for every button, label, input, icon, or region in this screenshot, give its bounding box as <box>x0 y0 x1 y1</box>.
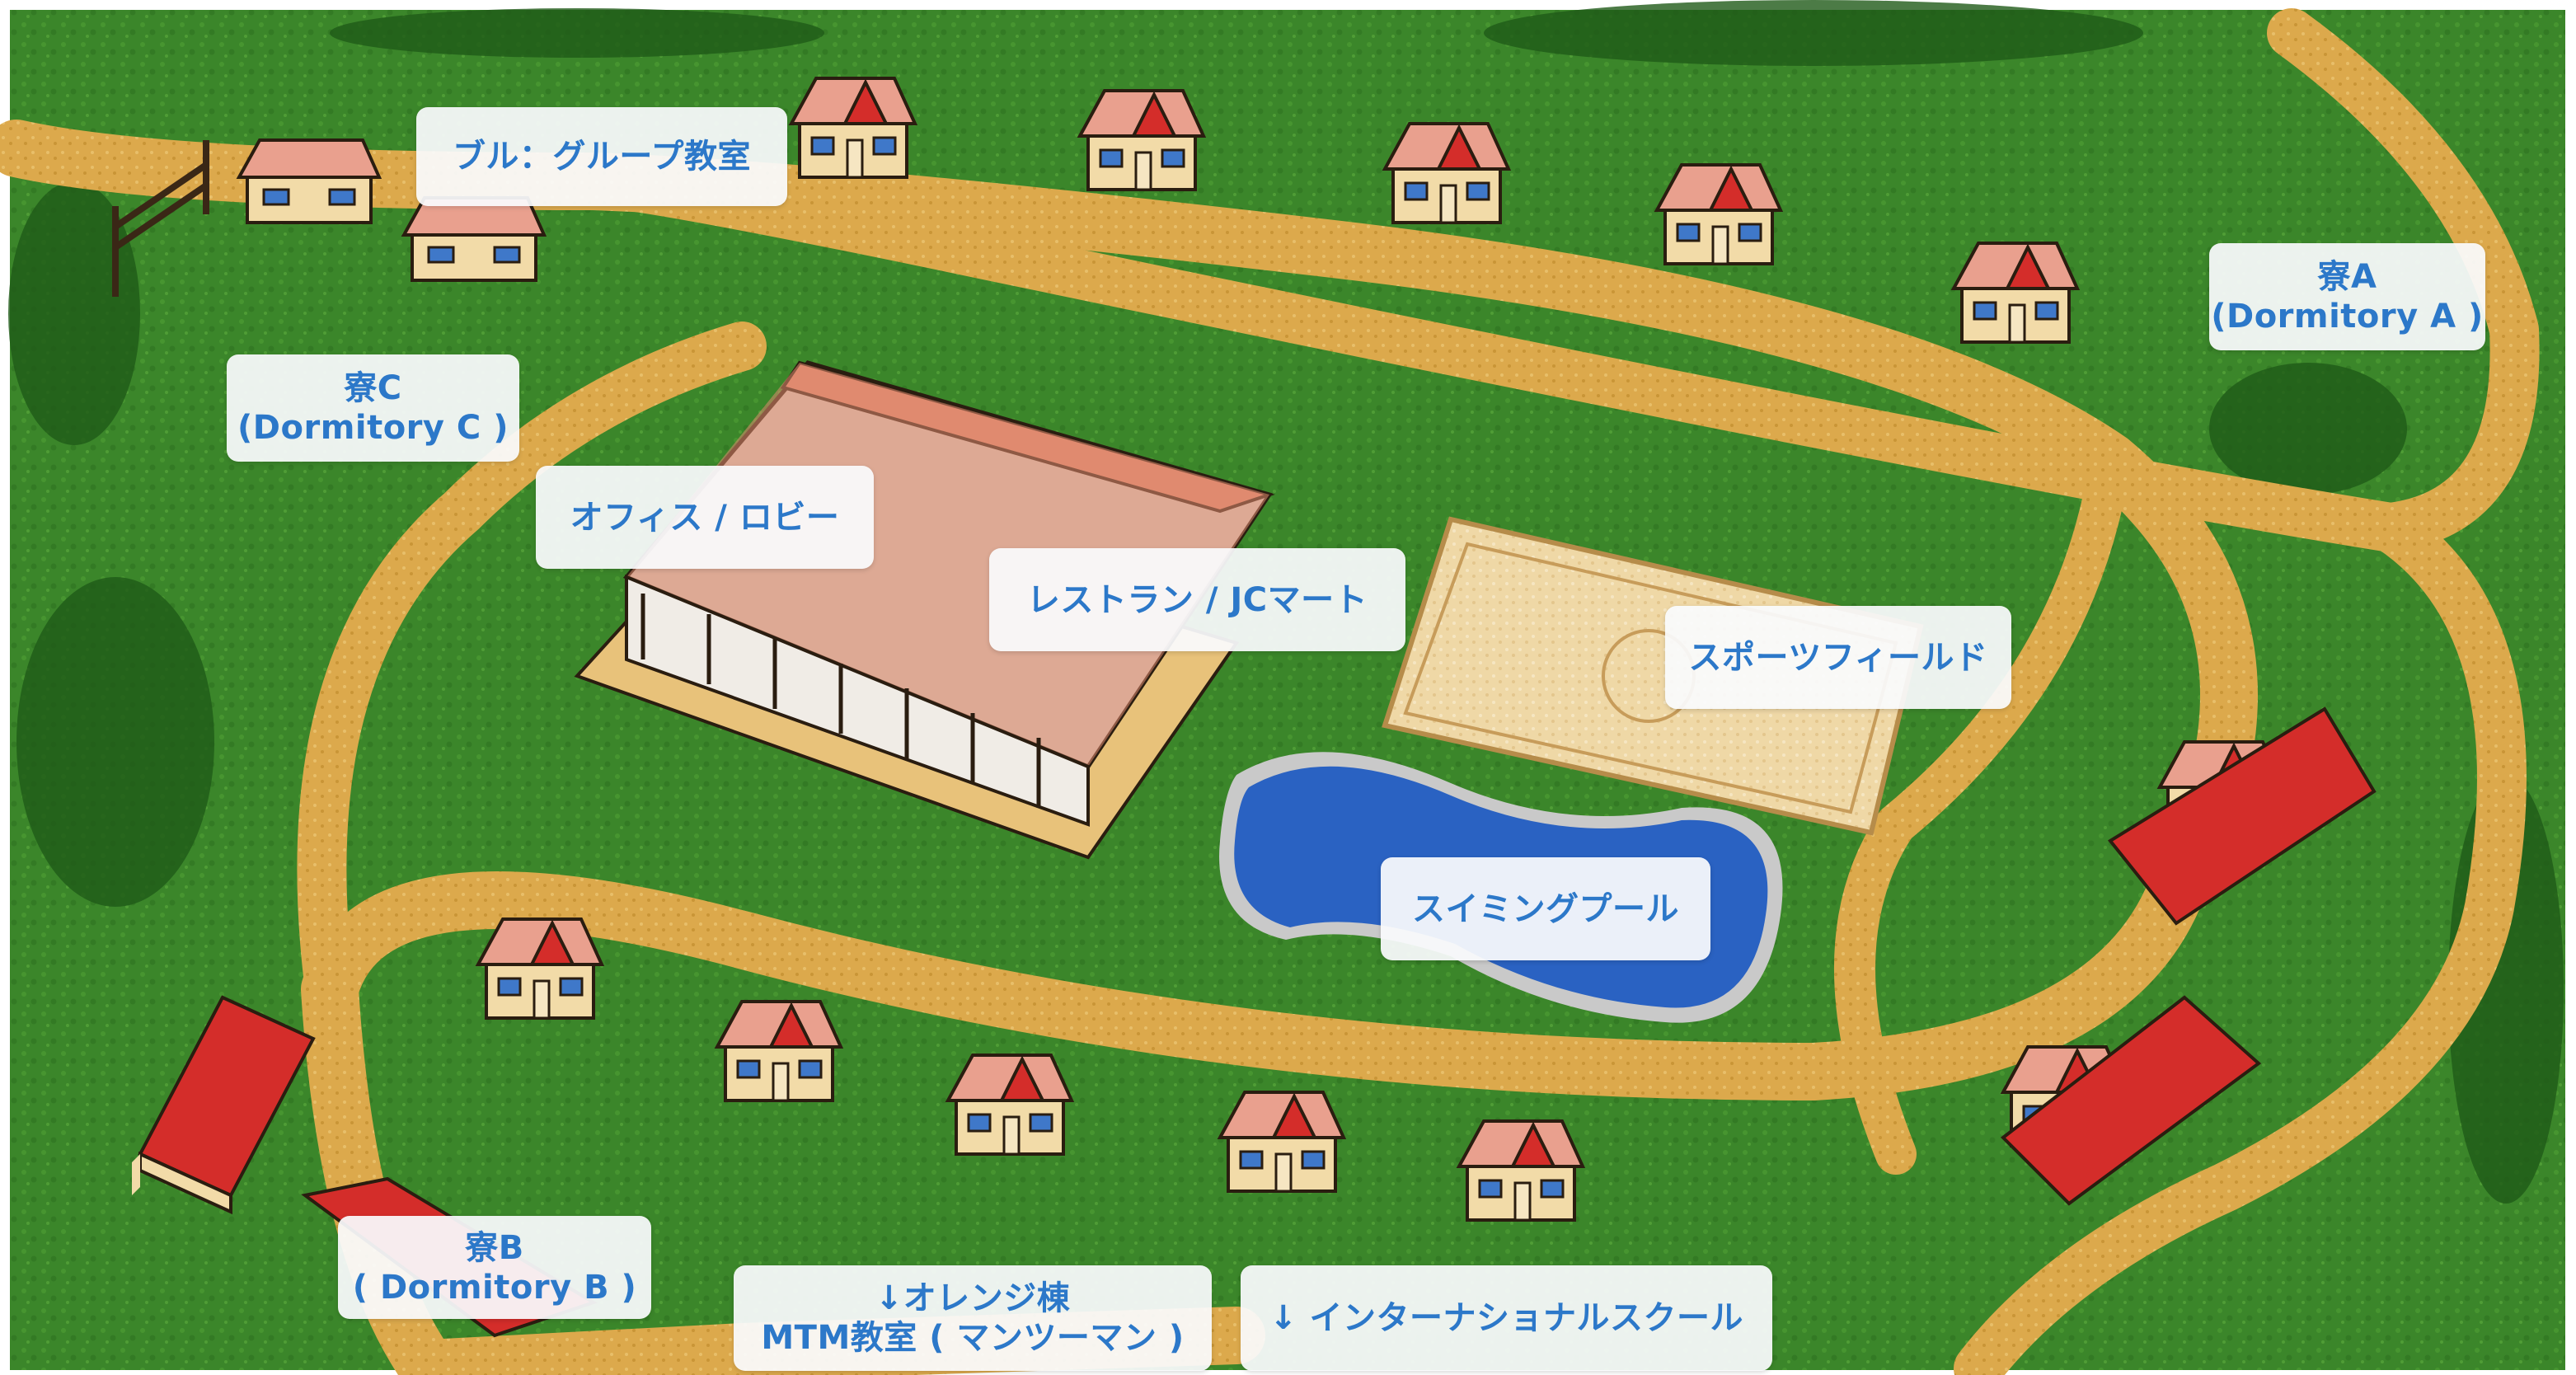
label-group-classroom: ブル：グループ教室 <box>416 107 787 206</box>
dorm-a-name: 寮A <box>2317 258 2377 296</box>
label-restaurant-jc-mart: レストラン / JCマート <box>989 548 1405 651</box>
dorm-c-sub: (Dormitory C ) <box>237 409 509 447</box>
label-sports-field: スポーツフィールド <box>1665 606 2011 709</box>
restaurant-text: レストラン / JCマート <box>1026 580 1368 619</box>
label-dormitory-c: 寮C (Dormitory C ) <box>227 354 519 462</box>
office-lobby-text: オフィス / ロビー <box>570 498 840 537</box>
dorm-c-name: 寮C <box>344 369 402 407</box>
label-dormitory-a: 寮A (Dormitory A ) <box>2209 243 2485 350</box>
label-international-school: ↓ インターナショナルスクール <box>1241 1265 1772 1371</box>
dorm-a-sub: (Dormitory A ) <box>2211 298 2484 336</box>
swimming-pool-text: スイミングプール <box>1412 889 1679 928</box>
label-orange-building: ↓オレンジ棟 MTM教室 ( マンツーマン ) <box>734 1265 1212 1371</box>
international-school-text: ↓ インターナショナルスクール <box>1269 1299 1743 1337</box>
sports-field-text: スポーツフィールド <box>1688 638 1988 677</box>
tree-clusters <box>8 0 2564 1204</box>
label-office-lobby: オフィス / ロビー <box>536 466 874 569</box>
group-classroom-text: ブル：グループ教室 <box>452 138 752 176</box>
label-swimming-pool: スイミングプール <box>1381 857 1710 960</box>
dorm-b-sub: ( Dormitory B ) <box>352 1268 637 1307</box>
gate <box>112 140 209 297</box>
dorm-b-name: 寮B <box>465 1228 524 1267</box>
label-dormitory-b: 寮B ( Dormitory B ) <box>338 1216 651 1319</box>
orange-building-line1: ↓オレンジ棟 <box>875 1279 1071 1317</box>
orange-building-line2: MTM教室 ( マンツーマン ) <box>761 1319 1185 1357</box>
office-building <box>574 360 1275 860</box>
